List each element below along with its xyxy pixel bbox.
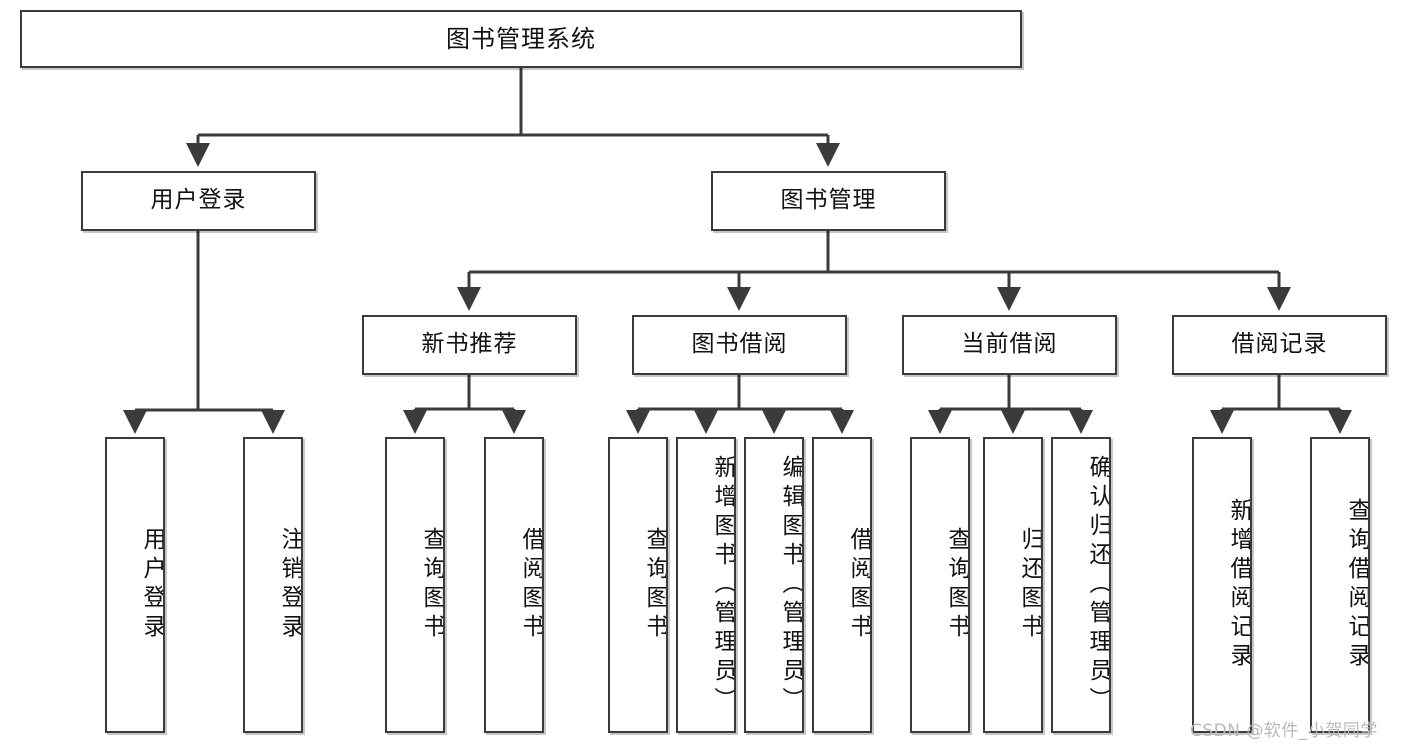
node-leaf-edit-book-admin[interactable]: 编辑图书（管理员） bbox=[744, 437, 804, 733]
node-label: 注销登录 bbox=[277, 527, 303, 643]
node-label: 借阅图书 bbox=[518, 527, 544, 643]
csdn-watermark: CSDN @软件_小贺同学 bbox=[1190, 721, 1378, 741]
node-label: 查询图书 bbox=[642, 527, 668, 643]
node-root-system[interactable]: 图书管理系统 bbox=[20, 10, 1022, 68]
node-leaf-user-login[interactable]: 用户登录 bbox=[105, 437, 165, 733]
node-leaf-add-borrow-record[interactable]: 新增借阅记录 bbox=[1192, 437, 1252, 733]
node-label: 归还图书 bbox=[1017, 527, 1043, 643]
node-label: 查询借阅记录 bbox=[1344, 498, 1370, 672]
node-label: 用户登录 bbox=[139, 527, 165, 643]
node-new-book-recommend[interactable]: 新书推荐 bbox=[362, 315, 577, 375]
node-leaf-query-book-current[interactable]: 查询图书 bbox=[910, 437, 970, 733]
node-label: 查询图书 bbox=[944, 527, 970, 643]
node-leaf-query-book-recommend[interactable]: 查询图书 bbox=[385, 437, 445, 733]
node-leaf-logout[interactable]: 注销登录 bbox=[243, 437, 303, 733]
node-borrow-record[interactable]: 借阅记录 bbox=[1172, 315, 1387, 375]
node-leaf-query-book-borrow[interactable]: 查询图书 bbox=[608, 437, 668, 733]
node-label: 编辑图书（管理员） bbox=[778, 454, 804, 716]
node-label: 新增图书（管理员） bbox=[710, 454, 736, 716]
node-book-manage[interactable]: 图书管理 bbox=[711, 171, 946, 231]
node-leaf-borrow-book[interactable]: 借阅图书 bbox=[812, 437, 872, 733]
node-current-borrow[interactable]: 当前借阅 bbox=[902, 315, 1117, 375]
node-book-borrow[interactable]: 图书借阅 bbox=[632, 315, 847, 375]
node-label: 确认归还（管理员） bbox=[1085, 454, 1111, 716]
node-user-login[interactable]: 用户登录 bbox=[81, 171, 316, 231]
node-leaf-add-book-admin[interactable]: 新增图书（管理员） bbox=[676, 437, 736, 733]
node-label: 查询图书 bbox=[419, 527, 445, 643]
node-leaf-query-borrow-record[interactable]: 查询借阅记录 bbox=[1310, 437, 1370, 733]
node-label: 新增借阅记录 bbox=[1226, 498, 1252, 672]
node-leaf-return-book[interactable]: 归还图书 bbox=[983, 437, 1043, 733]
node-leaf-confirm-return-admin[interactable]: 确认归还（管理员） bbox=[1051, 437, 1111, 733]
node-leaf-borrow-book-recommend[interactable]: 借阅图书 bbox=[484, 437, 544, 733]
node-label: 借阅图书 bbox=[846, 527, 872, 643]
